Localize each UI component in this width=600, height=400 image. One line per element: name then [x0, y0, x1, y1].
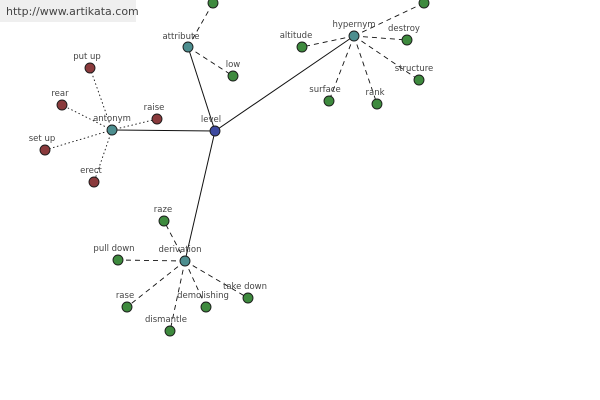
node-der-pulldown[interactable] — [112, 254, 124, 266]
node-hyp-altitude[interactable] — [296, 41, 308, 53]
edge-derivation-der-pulldown — [117, 259, 186, 262]
label-hyp-rank[interactable]: rank — [365, 88, 384, 98]
edge-hypernym-hyp-topright — [353, 2, 425, 37]
node-ant-putup[interactable] — [84, 62, 96, 74]
graph-labels: low altitude destroy structure surface rank pu… — [29, 20, 434, 325]
edge-derivation-der-dismantle — [169, 260, 186, 332]
node-ant-rear[interactable] — [56, 99, 68, 111]
node-der-raze[interactable] — [158, 215, 170, 227]
label-der-pulldown[interactable]: pull down — [93, 244, 134, 254]
label-hyp-structure[interactable]: structure — [395, 64, 434, 74]
edge-level-antonym — [111, 129, 216, 132]
edge-hypernym-hyp-structure — [353, 35, 420, 81]
edge-derivation-der-raze — [163, 220, 186, 262]
label-hyp-destroy[interactable]: destroy — [388, 24, 420, 34]
node-ant-setup[interactable] — [39, 144, 51, 156]
node-hyp-destroy[interactable] — [401, 34, 413, 46]
node-ant-raise[interactable] — [151, 113, 163, 125]
label-der-dismantle[interactable]: dismantle — [145, 315, 187, 325]
label-hyp-altitude[interactable]: altitude — [280, 31, 313, 41]
edge-level-attribute — [187, 46, 216, 132]
edge-level-hypernym — [214, 35, 355, 132]
label-level[interactable]: level — [201, 115, 221, 125]
node-der-dismantle[interactable] — [164, 325, 176, 337]
edge-level-derivation — [184, 130, 216, 262]
node-hyp-surface[interactable] — [323, 95, 335, 107]
node-hyp-topright[interactable] — [418, 0, 430, 9]
edge-antonym-ant-erect — [93, 129, 113, 183]
label-ant-erect[interactable]: erect — [80, 166, 102, 176]
node-antonym[interactable] — [106, 124, 118, 136]
node-hyp-rank[interactable] — [371, 98, 383, 110]
node-der-takedown[interactable] — [242, 292, 254, 304]
label-ant-putup[interactable]: put up — [73, 52, 101, 62]
label-der-takedown[interactable]: take down — [223, 282, 267, 292]
node-der-rase[interactable] — [121, 301, 133, 313]
label-derivation[interactable]: derivation — [158, 245, 201, 255]
node-attr-low[interactable] — [227, 70, 239, 82]
label-der-rase[interactable]: rase — [116, 291, 134, 301]
graph-nodes — [39, 0, 430, 337]
node-derivation[interactable] — [179, 255, 191, 267]
edge-antonym-ant-rear — [61, 104, 113, 131]
label-ant-setup[interactable]: set up — [29, 134, 55, 144]
label-ant-raise[interactable]: raise — [144, 103, 165, 113]
label-der-demolishing[interactable]: demolishing — [177, 291, 229, 301]
edge-derivation-der-rase — [126, 260, 186, 308]
label-hyp-surface[interactable]: surface — [309, 85, 340, 95]
node-der-demolishing[interactable] — [200, 301, 212, 313]
label-der-raze[interactable]: raze — [154, 205, 172, 215]
label-ant-rear[interactable]: rear — [51, 89, 69, 99]
graph-edges — [44, 2, 425, 332]
label-attribute[interactable]: attribute — [162, 32, 199, 42]
edge-antonym-ant-putup — [89, 67, 113, 131]
label-attr-low[interactable]: low — [226, 60, 241, 70]
edge-hypernym-hyp-surface — [328, 35, 355, 102]
site-url-bar: http://www.artikata.com — [0, 0, 139, 22]
site-url-text[interactable]: http://www.artikata.com — [6, 4, 139, 18]
node-hypernym[interactable] — [348, 30, 360, 42]
label-antonym[interactable]: antonym — [93, 114, 131, 124]
node-level[interactable] — [209, 125, 221, 137]
edge-hypernym-hyp-destroy — [353, 35, 408, 41]
label-hypernym[interactable]: hypernym — [332, 20, 375, 30]
node-hyp-structure[interactable] — [413, 74, 425, 86]
edge-derivation-der-takedown — [184, 260, 249, 299]
node-attr-top[interactable] — [207, 0, 219, 9]
node-attribute[interactable] — [182, 41, 194, 53]
node-ant-erect[interactable] — [88, 176, 100, 188]
edge-hypernym-hyp-rank — [353, 35, 378, 105]
